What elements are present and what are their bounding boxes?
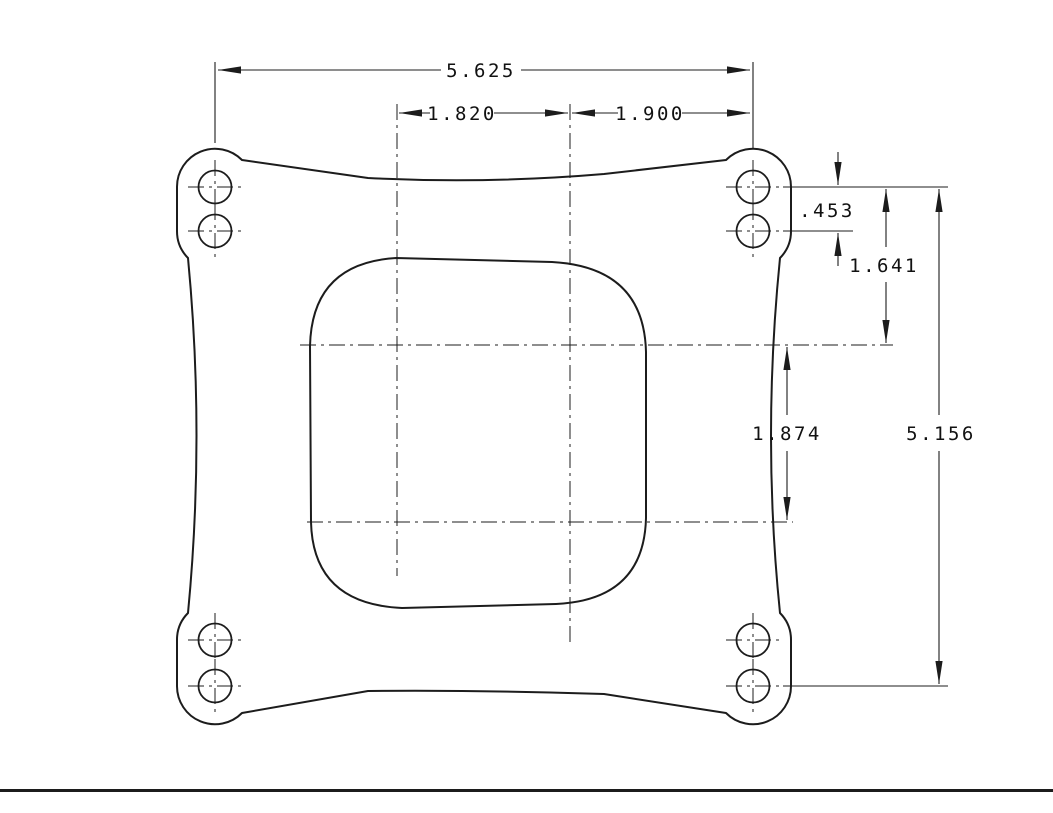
dimension-bore-left: 1.820 — [399, 103, 568, 125]
dimension-hole-to-centerline: 1.641 — [849, 189, 919, 343]
dimension-label-hole-to-centerline: 1.641 — [849, 255, 919, 277]
dimension-overall-width: 5.625 — [218, 60, 750, 82]
hole-crosshairs — [188, 160, 780, 713]
dimension-centerline-spacing: 1.874 — [752, 347, 822, 520]
dimension-label-bore-left: 1.820 — [427, 103, 497, 125]
dimension-label-bore-right: 1.900 — [615, 103, 685, 125]
dimension-label-overall-height: 5.156 — [906, 423, 976, 445]
dimension-label-overall-width: 5.625 — [446, 60, 516, 82]
dimension-label-hole-pair-spacing: .453 — [799, 200, 855, 222]
center-bore-opening — [309, 257, 647, 609]
dimension-hole-pair-spacing: .453 — [799, 152, 855, 266]
extension-lines — [214, 62, 948, 687]
dimension-overall-height: 5.156 — [906, 189, 976, 684]
dimension-bore-right: 1.900 — [572, 103, 750, 125]
flange-outline — [175, 147, 793, 726]
dimension-label-centerline-spacing: 1.874 — [752, 423, 822, 445]
